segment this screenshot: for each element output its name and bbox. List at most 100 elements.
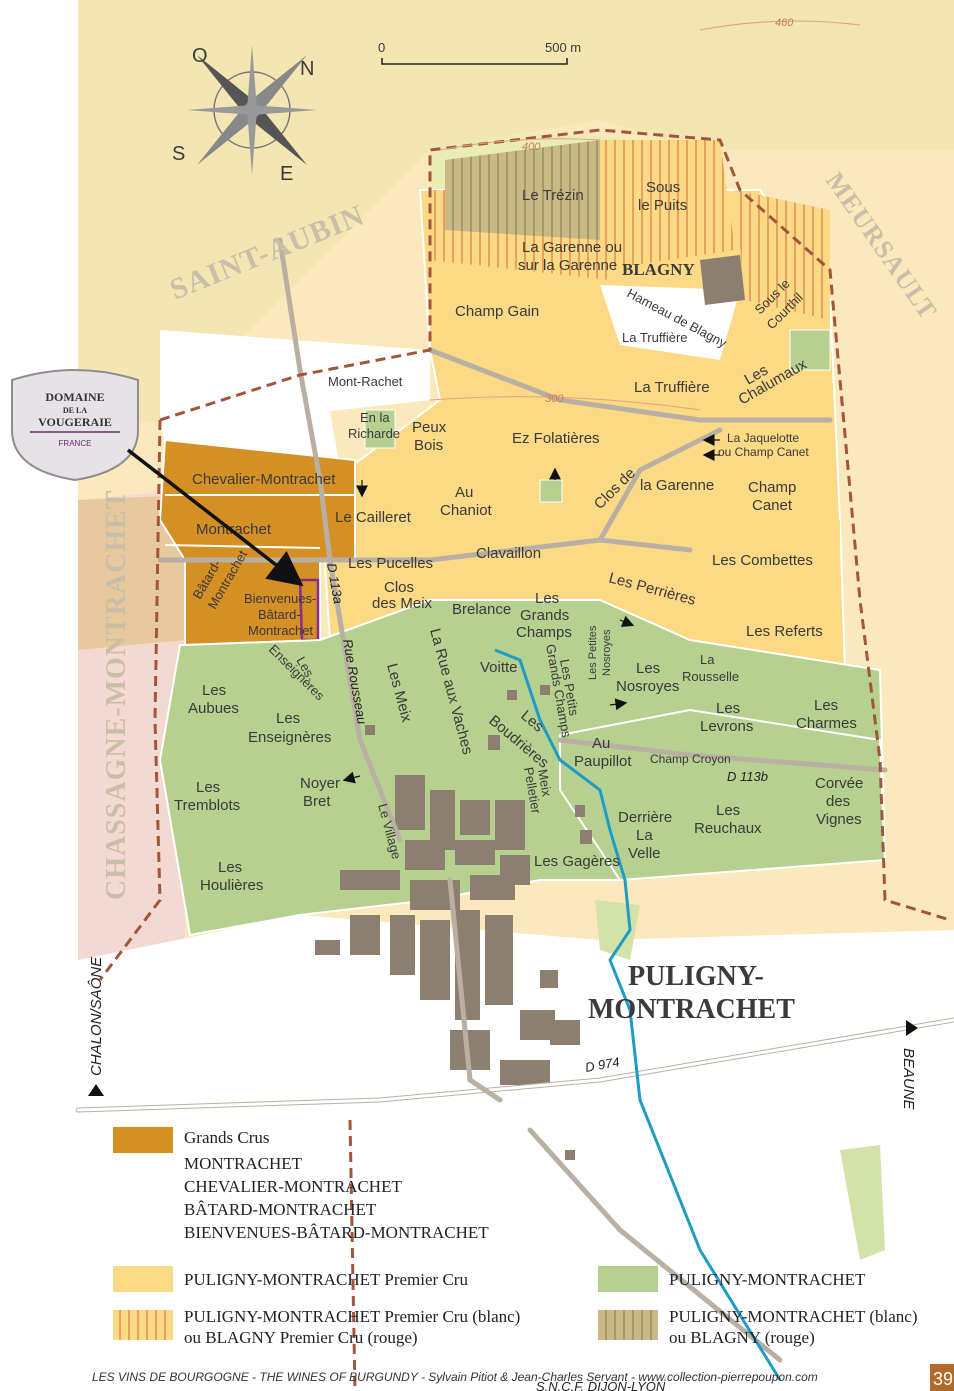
wooded-strip xyxy=(840,1145,885,1260)
climat-truffiere: La Truffière xyxy=(634,379,710,396)
legend-v-blanc-1: PULIGNY-MONTRACHET (blanc) xyxy=(669,1307,918,1326)
legend-gc-1: MONTRACHET xyxy=(184,1154,303,1173)
legend-premier-cru: PULIGNY-MONTRACHET Premier Cru xyxy=(184,1270,468,1289)
climat-chevalier-montrachet: Chevalier-Montrachet xyxy=(192,471,336,488)
climat-les-charmes: Charmes xyxy=(796,715,857,732)
pc-blanc-hatch xyxy=(600,140,735,270)
small-plot xyxy=(789,329,831,371)
small-arrows xyxy=(342,434,720,784)
climat-en-la-richarde: Richarde xyxy=(348,426,400,441)
small-plot xyxy=(364,409,396,449)
legend: Grands Crus MONTRACHET CHEVALIER-MONTRAC… xyxy=(113,1127,918,1347)
climat-au-chaniot: Chaniot xyxy=(440,502,493,519)
blagny-label: BLAGNY xyxy=(622,260,695,279)
puligny-label-1: PULIGNY- xyxy=(628,961,764,992)
legend-gc-2: CHEVALIER-MONTRACHET xyxy=(184,1177,402,1196)
legend-swatch-premier-cru xyxy=(113,1266,173,1292)
commune-boundary xyxy=(159,128,951,922)
village-blanc-hatch xyxy=(445,140,600,240)
road-d113a: D 113a xyxy=(324,562,346,605)
chassagne-label: CHASSAGNE-MONTRACHET xyxy=(101,490,132,900)
climat-champ-gain: Champ Gain xyxy=(455,303,539,320)
contour-400 xyxy=(439,138,601,151)
river xyxy=(494,648,782,1381)
climat-bienvenues: Bâtard- xyxy=(258,607,301,622)
scale-bar: 0 500 m xyxy=(378,40,581,65)
brand-line-3: VOUGERAIE xyxy=(38,415,112,429)
legend-swatch-village-blanc xyxy=(598,1310,658,1340)
legend-swatch-grand-cru xyxy=(113,1127,173,1153)
climat-la-rousselle: La xyxy=(700,652,715,667)
climat-bienvenues: Bienvenues- xyxy=(244,591,316,606)
domaine-vougeraie-badge: DOMAINE DE LA VOUGERAIE FRANCE xyxy=(11,369,139,482)
climat-la-rousselle: Rousselle xyxy=(682,669,739,684)
village-buildings xyxy=(315,255,745,1160)
climat-corvee-des-vignes: Vignes xyxy=(816,811,862,828)
climat-le-trezin: Le Trézin xyxy=(522,187,584,204)
climat-champ-croyon: Champ Croyon xyxy=(650,752,731,766)
climat-les-charmes: Les xyxy=(814,697,838,714)
climat-noyer-bret: Bret xyxy=(303,793,331,810)
direction-beaune-label: BEAUNE xyxy=(900,1048,917,1111)
compass-o: O xyxy=(192,45,208,67)
contour-300 xyxy=(429,396,701,411)
climat-la-garenne: La Garenne ou xyxy=(522,239,622,256)
grand-cru-division xyxy=(164,544,321,549)
direction-chalon-label: CHALON/SAÔNE xyxy=(88,956,105,1076)
climat-les-aubues: Les xyxy=(202,682,226,699)
compass-e: E xyxy=(280,163,293,185)
legend-v-blanc-2: ou BLAGNY (rouge) xyxy=(669,1328,815,1347)
legend-swatch-pc-blanc xyxy=(113,1310,173,1340)
climat-les-levrons: Les xyxy=(716,700,740,717)
climat-clos-des-meix: Clos xyxy=(384,579,414,596)
climat-ez-folatieres: Ez Folatières xyxy=(512,430,600,447)
climat-les-combettes: Les Combettes xyxy=(712,552,813,569)
contour-400-label: 400 xyxy=(522,141,541,153)
legend-gc-4: BIENVENUES-BÂTARD-MONTRACHET xyxy=(184,1223,489,1242)
climat-les-levrons: Levrons xyxy=(700,718,753,735)
legend-pc-blanc-2: ou BLAGNY Premier Cru (rouge) xyxy=(184,1328,418,1347)
climat-bienvenues: Montrachet xyxy=(248,623,313,638)
climat-derriere-la-velle: La xyxy=(636,827,653,844)
climat-jaquelotte: ou Champ Canet xyxy=(718,445,809,459)
compass-s: S xyxy=(172,143,185,165)
climat-derriere-la-velle: Velle xyxy=(628,845,661,862)
compass-rose: O N S E xyxy=(172,45,317,185)
puligny-label-2: MONTRACHET xyxy=(588,994,795,1025)
page-number-badge xyxy=(930,1364,954,1391)
upper-slopes xyxy=(78,0,954,430)
climat-les-reuchaux: Reuchaux xyxy=(694,820,762,837)
pc-blanc-hatch xyxy=(735,190,830,320)
climat-truffiere: La Truffière xyxy=(622,330,688,345)
climat-derriere-la-velle: Derrière xyxy=(618,809,672,826)
climat-sous-le-puits: Sous xyxy=(646,179,680,196)
legend-village: PULIGNY-MONTRACHET xyxy=(669,1270,866,1289)
legend-swatch-village xyxy=(598,1266,658,1292)
white-zone xyxy=(680,520,840,600)
climat-les-gageres: Les Gagères xyxy=(534,853,620,870)
legend-grands-crus-title: Grands Crus xyxy=(184,1128,269,1147)
climat-mont-rachet: Mont-Rachet xyxy=(328,374,403,389)
pointer-arrow xyxy=(126,448,304,587)
scale-zero: 0 xyxy=(378,40,385,55)
climat-meix-pelletier: Meix xyxy=(535,768,555,798)
road-d113b: D 113b xyxy=(727,769,768,784)
climat-les-houlieres: Les xyxy=(218,859,242,876)
climat-en-la-richarde: En la xyxy=(360,410,390,425)
climat-clavaillon: Clavaillon xyxy=(476,545,541,562)
compass-n: N xyxy=(300,58,314,80)
road-d974: D 974 xyxy=(584,1054,621,1075)
climat-les-enseigneres: Enseignères xyxy=(248,729,331,746)
climat-champ-canet: Canet xyxy=(752,497,793,514)
brand-line-1: DOMAINE xyxy=(45,390,104,404)
climat-les-enseigneres: Les xyxy=(276,710,300,727)
climat-les-petites-nosroyes: Les Petites xyxy=(587,625,599,680)
climat-sous-le-puits: le Puits xyxy=(638,197,687,214)
climat-les-reuchaux: Les xyxy=(716,802,740,819)
climat-champ-canet: Champ xyxy=(748,479,796,496)
brand-line-4: FRANCE xyxy=(59,439,92,448)
direction-beaune: BEAUNE xyxy=(900,1020,918,1111)
climat-clos-des-meix: des Meix xyxy=(372,595,433,612)
climat-les-grands-champs: Les xyxy=(535,590,559,607)
climat-jaquelotte: La Jaquelotte xyxy=(727,431,799,445)
